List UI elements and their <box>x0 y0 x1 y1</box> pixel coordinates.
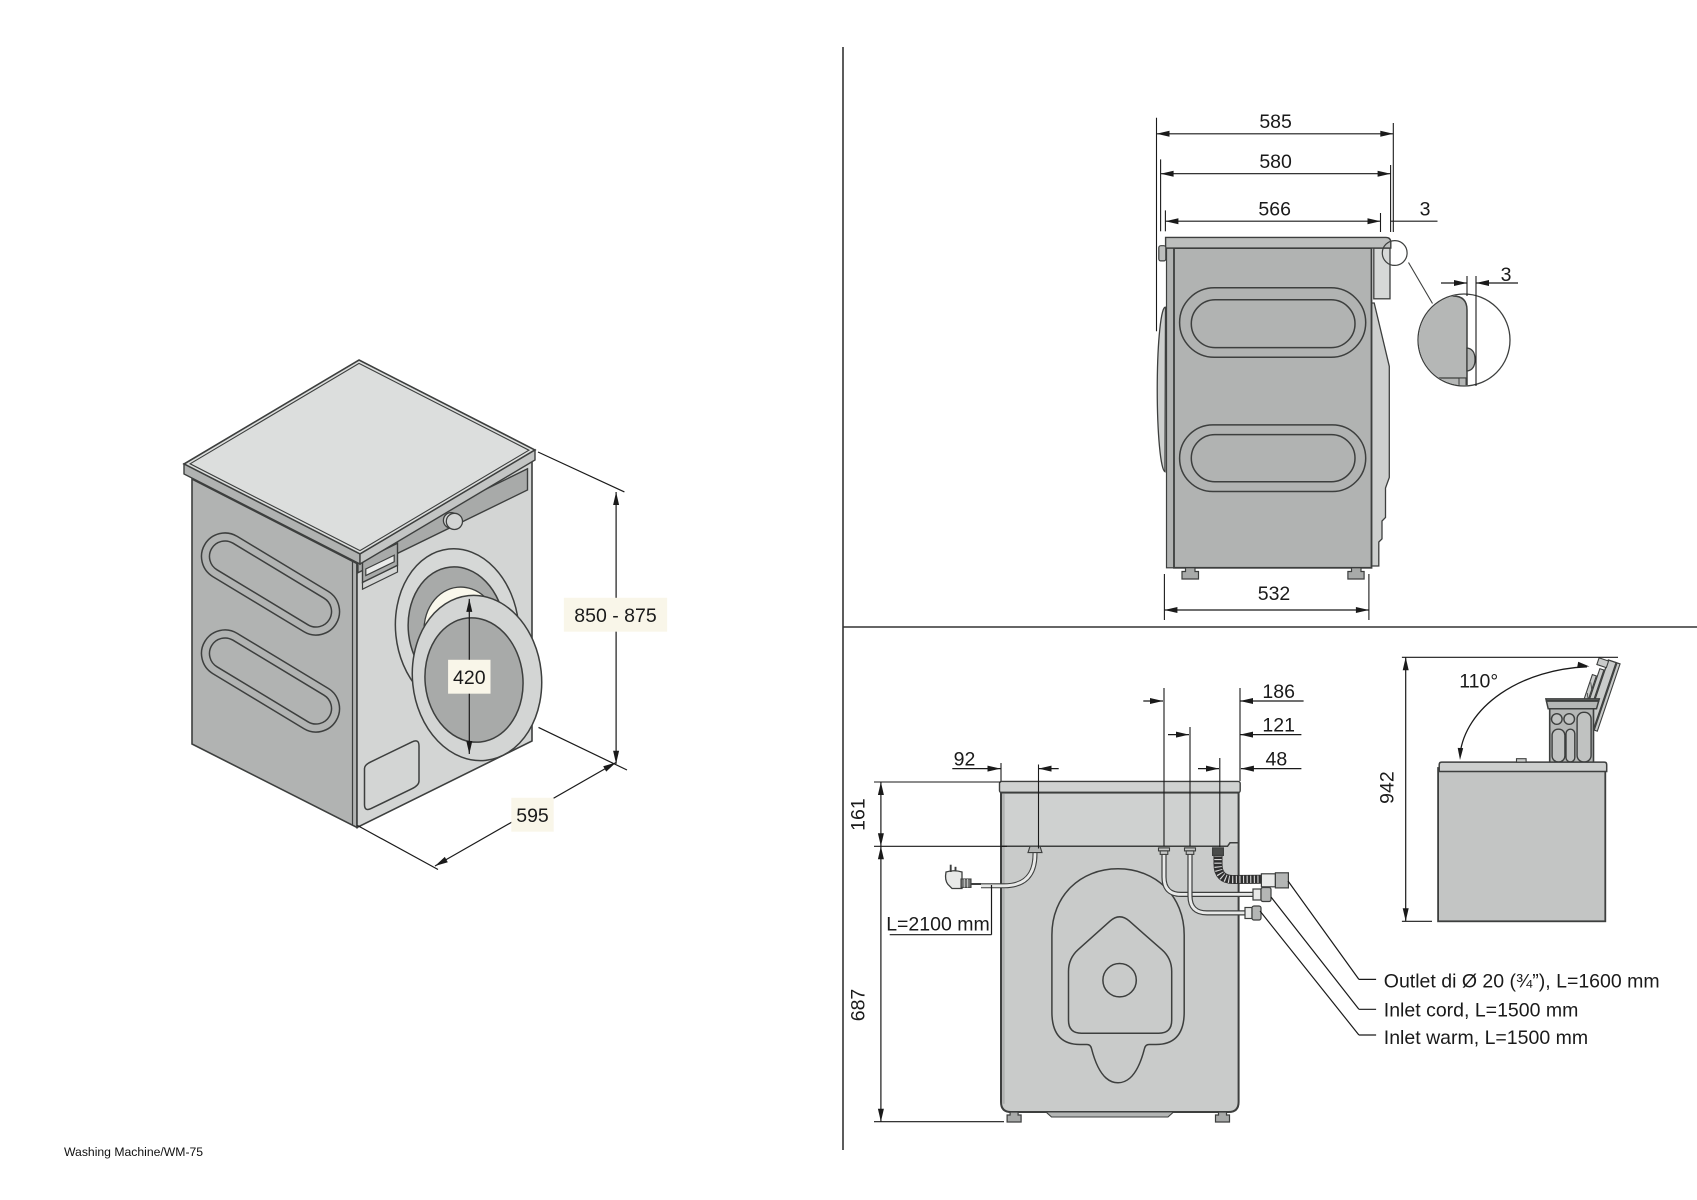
svg-text:92: 92 <box>954 749 976 771</box>
svg-text:850 - 875: 850 - 875 <box>574 605 657 627</box>
svg-text:121: 121 <box>1262 715 1295 737</box>
svg-text:532: 532 <box>1258 583 1291 605</box>
svg-text:110°: 110° <box>1459 671 1498 693</box>
svg-text:3: 3 <box>1501 264 1512 286</box>
svg-text:566: 566 <box>1258 198 1291 220</box>
svg-text:585: 585 <box>1259 111 1292 133</box>
svg-text:161: 161 <box>847 798 869 831</box>
svg-text:3: 3 <box>1420 198 1431 220</box>
svg-text:420: 420 <box>453 667 486 689</box>
svg-text:Washing Machine/WM-75: Washing Machine/WM-75 <box>64 1145 203 1159</box>
svg-text:942: 942 <box>1376 771 1398 804</box>
svg-text:580: 580 <box>1259 151 1292 173</box>
svg-text:Inlet warm, L=1500 mm: Inlet warm, L=1500 mm <box>1384 1027 1588 1049</box>
svg-text:687: 687 <box>847 989 869 1022</box>
svg-text:48: 48 <box>1266 749 1288 771</box>
svg-text:L=2100 mm: L=2100 mm <box>886 913 990 935</box>
svg-text:595: 595 <box>516 805 549 827</box>
svg-text:Inlet cord, L=1500 mm: Inlet cord, L=1500 mm <box>1384 1000 1579 1022</box>
svg-text:186: 186 <box>1262 681 1295 703</box>
svg-text:Outlet di Ø 20 (¾”), L=1600 mm: Outlet di Ø 20 (¾”), L=1600 mm <box>1384 971 1660 993</box>
